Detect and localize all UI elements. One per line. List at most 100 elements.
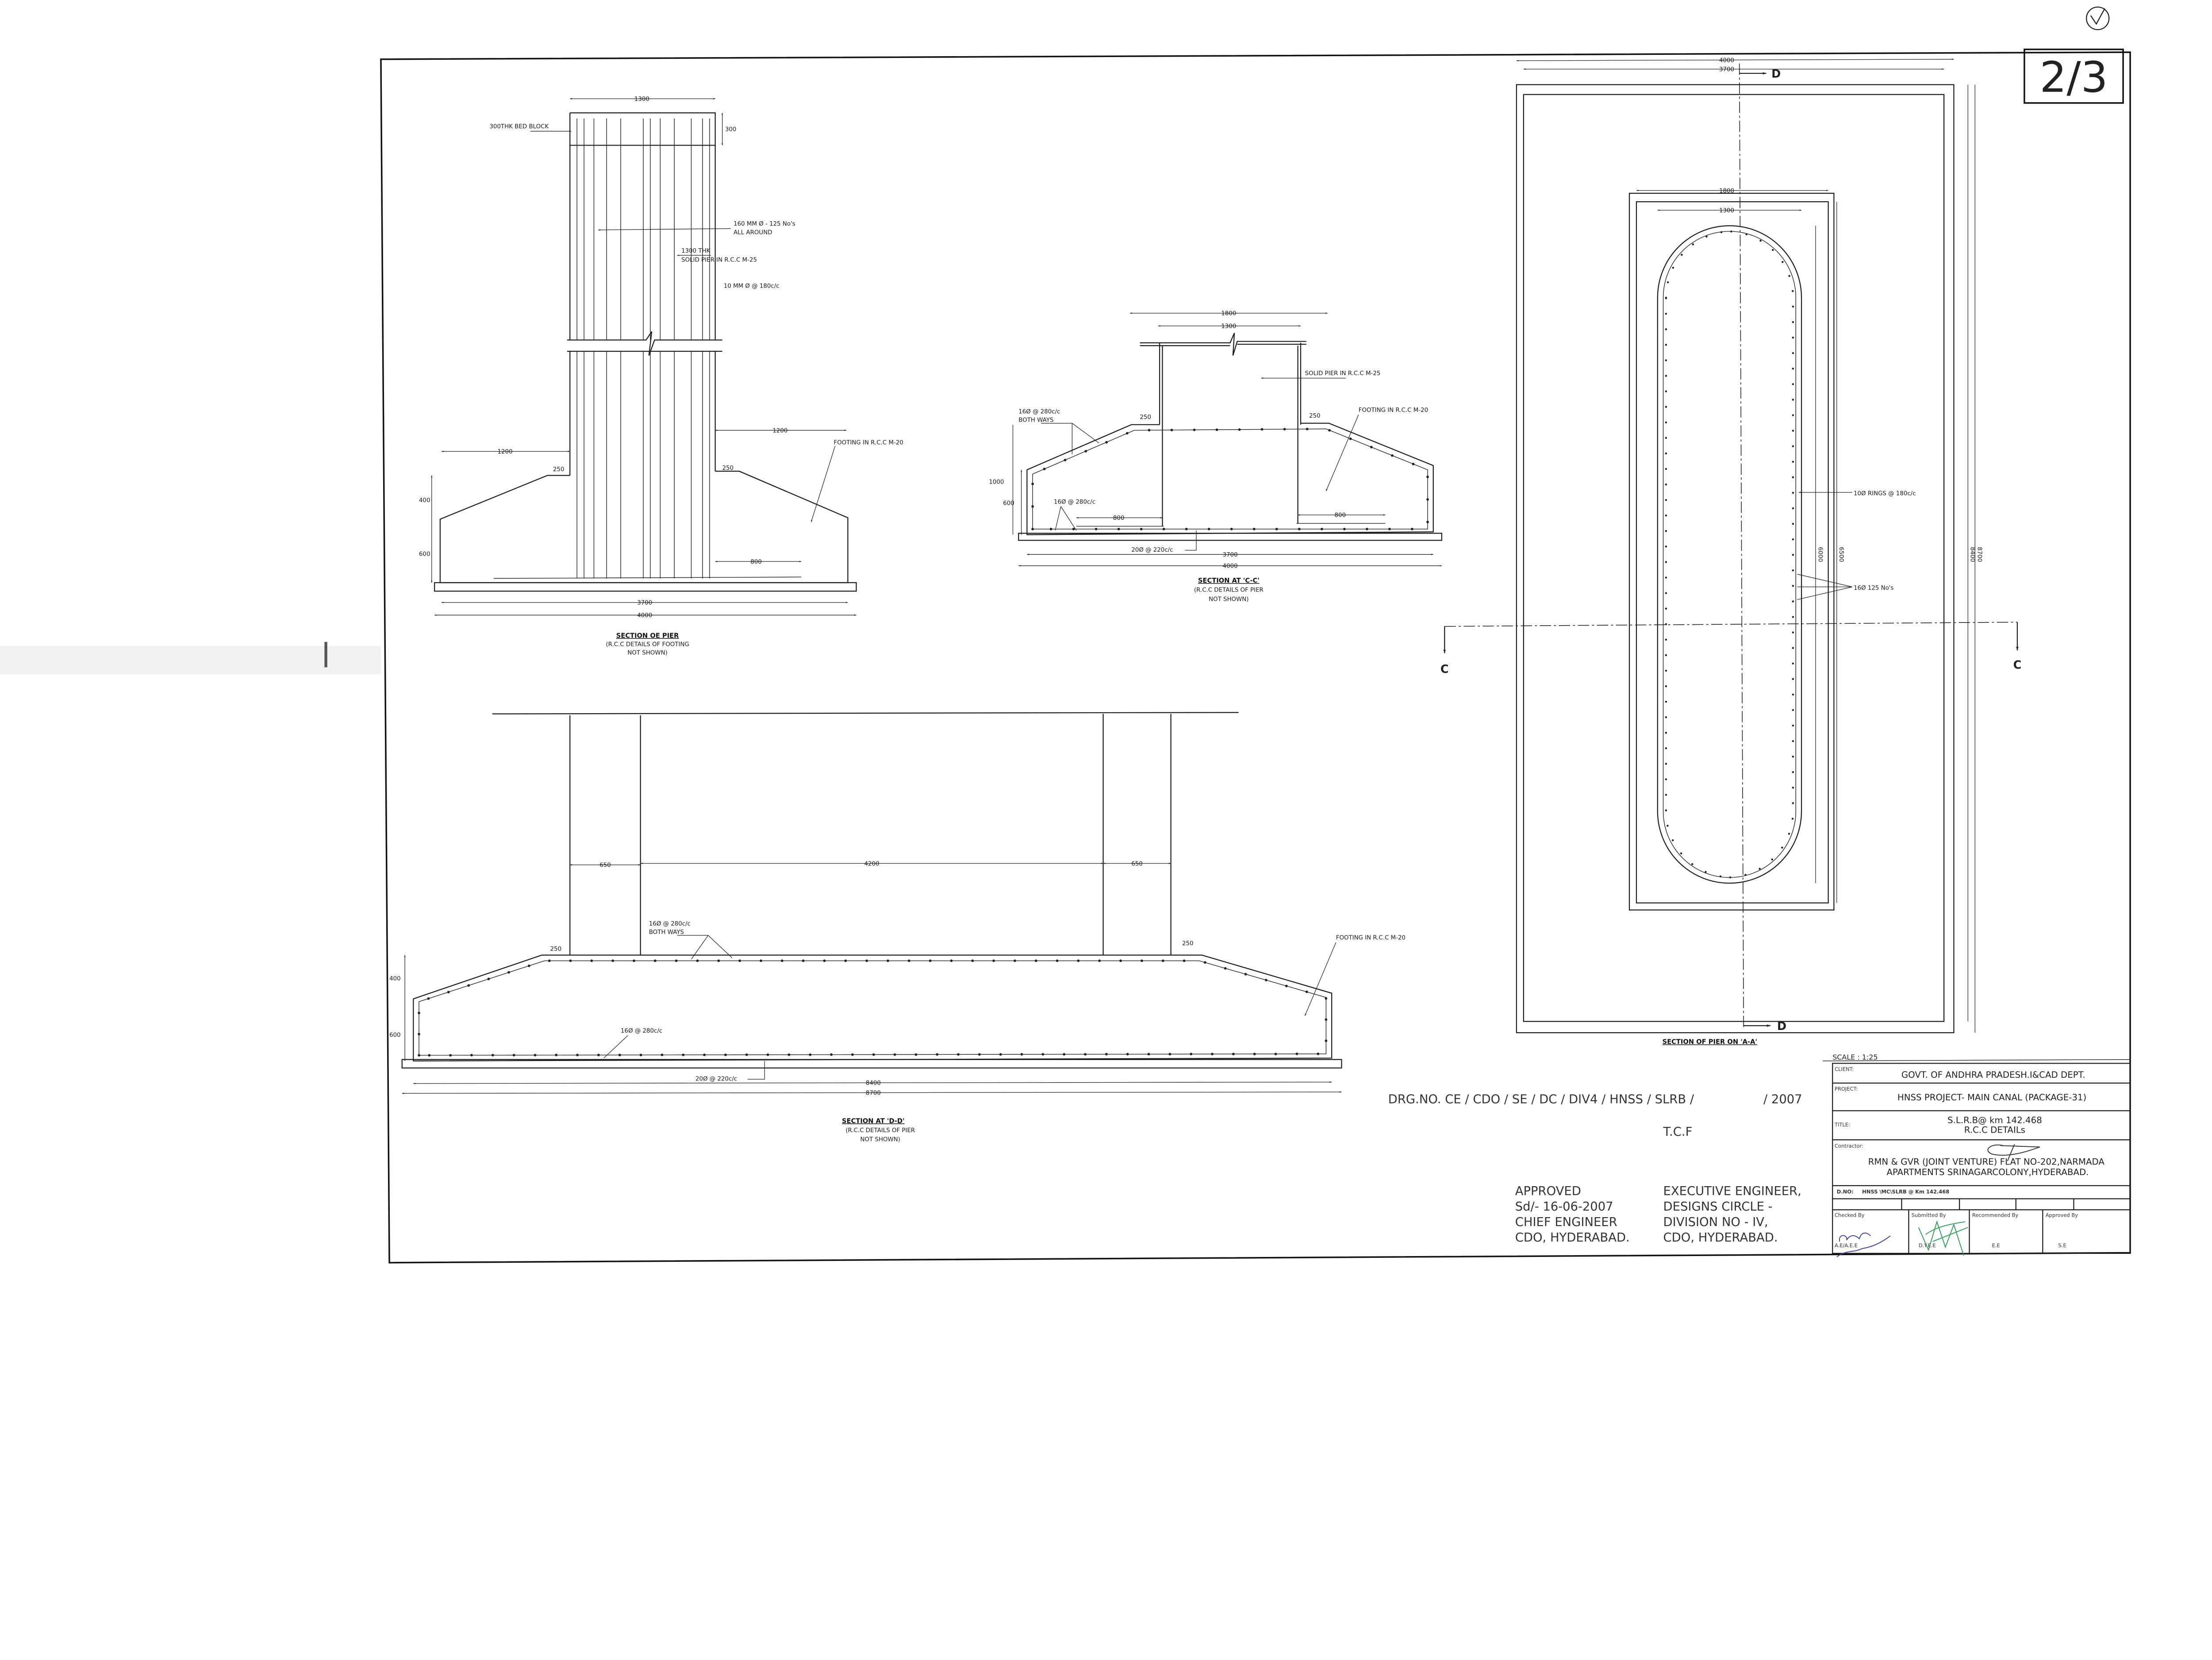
rebar-dot — [1665, 406, 1667, 408]
rebar-dot — [1370, 446, 1373, 449]
rebar-dot — [1193, 428, 1196, 431]
rebar-dot — [1792, 336, 1794, 339]
rebar-dot — [1275, 527, 1278, 530]
label-bars: 16Ø 125 No's — [1854, 585, 1893, 592]
drawing-number-text: DRG.NO. CE / CDO / SE / DC / DIV4 / HNSS… — [1388, 1093, 1694, 1107]
label-footing: FOOTING IN R.C.C M-20 — [834, 439, 903, 446]
title-block: SCALE : 1:25 CLIENT: GOVT. OF ANDHRA PRA… — [1822, 1053, 2131, 1257]
approved-by-label: Approved By — [2046, 1212, 2078, 1218]
rebar-dot — [1056, 959, 1059, 962]
plan-title: SECTION OF PIER ON 'A-A' — [1663, 1038, 1757, 1046]
rebar-dot — [1049, 527, 1052, 530]
dim-h-upper: 400 — [389, 976, 401, 982]
rebar-dot — [1792, 662, 1794, 665]
label-rings: 10Ø RINGS @ 180c/c — [1854, 490, 1916, 497]
client-label: CLIENT: — [1835, 1066, 1854, 1072]
rebar-dot — [1729, 876, 1732, 879]
pier-section-note-2: NOT SHOWN) — [627, 650, 667, 657]
rebar-dot — [766, 1053, 769, 1056]
bottom-bar — [494, 576, 802, 579]
rebar-dot — [851, 1053, 854, 1056]
rebar-dot — [1031, 482, 1034, 485]
rebar-dot — [639, 1053, 642, 1057]
check-mark-stroke — [2090, 8, 2105, 25]
dim-left-offset: 250 — [553, 466, 565, 473]
rebar-dot — [1072, 527, 1075, 530]
rebar-dot — [1792, 709, 1794, 711]
scale-underline — [1822, 1059, 2131, 1061]
approval-block: APPROVED Sd/- 16-06-2007 CHIEF ENGINEER … — [1515, 1184, 1801, 1245]
leader-top-bars — [1041, 423, 1099, 454]
dim-right-end: 650 — [1131, 861, 1143, 867]
rebar-dot — [1665, 375, 1667, 377]
rebar-dot — [802, 959, 805, 962]
dim-left-bar: 800 — [1113, 515, 1125, 522]
rebar-dot — [1215, 428, 1218, 431]
label-main-bars: 160 MM Ø - 125 No's — [733, 221, 795, 227]
rebar-dot — [1665, 452, 1667, 455]
footing-plinth — [434, 582, 857, 592]
rebar-dot — [1325, 1039, 1328, 1042]
rebar-dot — [1667, 281, 1669, 284]
dim-h-upper: 400 — [419, 497, 430, 504]
rebar-dot — [1020, 1053, 1023, 1056]
rebar-dot — [1084, 1053, 1087, 1056]
rebar-dot — [1203, 961, 1206, 964]
rebar-dot — [1665, 716, 1667, 719]
leader-top-bars — [677, 935, 733, 960]
rebar-dot — [1792, 693, 1794, 696]
rebar-dot — [1759, 239, 1762, 242]
plan-section-aa: C C D D 4000 3700 1800 1300 6000 6500 84… — [1440, 57, 2021, 1045]
title-label: TITLE: — [1834, 1122, 1850, 1128]
label-top-bars-2: BOTH WAYS — [1018, 417, 1053, 423]
rebar-dot — [449, 1054, 452, 1057]
signature-submitted — [1918, 1220, 1968, 1256]
dim-outer-w: 4000 — [1719, 57, 1734, 64]
pier-section-note-1: (R.C.C DETAILS OF FOOTING — [606, 641, 689, 648]
rebar-dot — [887, 959, 889, 962]
label-pier-thk: 1300 THK — [681, 248, 711, 254]
rebar-dot — [1665, 732, 1667, 734]
rebar-dot — [418, 1033, 420, 1036]
rebar-dot — [1782, 261, 1784, 263]
leader-bars — [1797, 574, 1852, 600]
rebar-dot — [1792, 414, 1794, 416]
centerline-vertical — [1739, 63, 1744, 1030]
client-value: GOVT. OF ANDHRA PRADESH.I&CAD DEPT. — [1901, 1070, 2085, 1080]
check-mark-icon — [2086, 6, 2110, 31]
footing-inner — [1523, 94, 1945, 1022]
rebar-dot — [724, 1053, 727, 1057]
rebar-dot — [1665, 763, 1667, 765]
rebar-dot — [1064, 458, 1067, 461]
rebar-dot — [1211, 1053, 1214, 1056]
rebar-dot — [1792, 740, 1794, 742]
dim-outer-top: 1800 — [1221, 311, 1236, 317]
rebar-dot — [1105, 1053, 1108, 1056]
cut-c-right: C — [2013, 658, 2022, 672]
rebar-dot — [1665, 576, 1667, 579]
rebar-dot — [1043, 468, 1046, 470]
rebar-dot — [1792, 430, 1794, 432]
rebar-dot — [661, 1053, 664, 1057]
rebar-dot — [447, 991, 450, 994]
approval-left-2: Sd/- 16-06-2007 — [1515, 1200, 1613, 1214]
rebar-dot — [1041, 1053, 1045, 1056]
leader-main-bars — [598, 228, 731, 231]
rebar-dot — [1126, 1053, 1129, 1056]
rebar-dot — [1792, 802, 1794, 804]
leader-footing — [810, 446, 836, 523]
dim-line-8400 — [413, 1081, 1332, 1084]
dim-top: 1300 — [634, 96, 649, 103]
rebar-dot — [1792, 445, 1794, 447]
centerline-cut-c — [1444, 622, 2017, 627]
rebar-dot — [1788, 275, 1790, 277]
rebar-dot — [633, 959, 635, 962]
dim-bed: 300 — [725, 127, 737, 133]
rebar-dot — [653, 959, 657, 962]
submitted-by-role: D.Y.E.E — [1919, 1242, 1936, 1249]
rebar-dot — [1031, 527, 1034, 530]
title-value-1: S.L.R.B@ km 142.468 — [1947, 1115, 2042, 1125]
dim-left-offset: 250 — [1140, 414, 1152, 421]
label-top-bars: 16Ø @ 280c/c — [649, 921, 691, 927]
section-dd-note-2: NOT SHOWN) — [860, 1137, 900, 1143]
